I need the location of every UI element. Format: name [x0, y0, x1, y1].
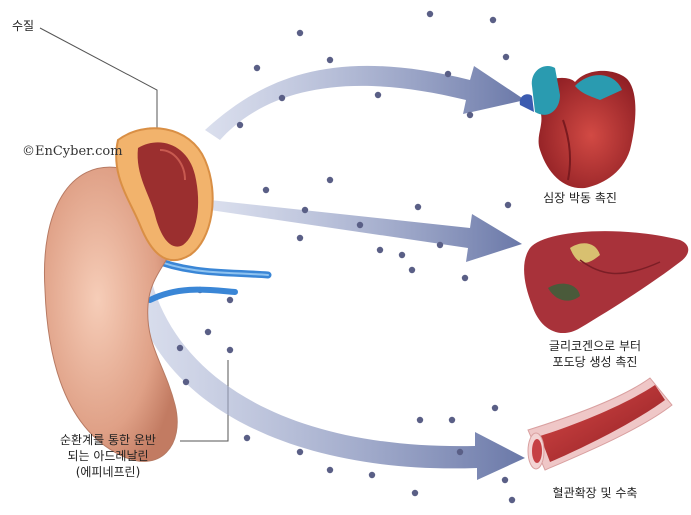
adrenaline-dot [357, 222, 363, 228]
adrenaline-dot [244, 435, 250, 441]
adrenaline-dot [327, 177, 333, 183]
adrenaline-dot [503, 54, 509, 60]
adrenaline-dot [205, 329, 211, 335]
adrenaline-dot [509, 497, 515, 503]
adrenaline-dot [412, 490, 418, 496]
adrenaline-dot [502, 477, 508, 483]
arrow-to-heart [205, 66, 525, 140]
transport-label: 순환계를 통한 운반 되는 아드레날린 (에피네프린) [38, 432, 178, 480]
blood-vessel-icon [528, 378, 672, 470]
heart-icon [520, 66, 636, 188]
adrenaline-dot [399, 252, 405, 258]
adrenaline-dot [377, 247, 383, 253]
adrenaline-dot [279, 95, 285, 101]
adrenaline-dot [467, 112, 473, 118]
transport-label-line2: 되는 아드레날린 [38, 448, 178, 464]
adrenaline-dot [297, 30, 303, 36]
adrenaline-dot [227, 297, 233, 303]
adrenaline-dot [369, 472, 375, 478]
liver-label: 글리코겐으로 부터 포도당 생성 촉진 [530, 338, 660, 370]
adrenaline-dot [457, 449, 463, 455]
liver-icon [524, 231, 688, 333]
transport-label-line1: 순환계를 통한 운반 [38, 432, 178, 448]
adrenaline-dot [375, 92, 381, 98]
adrenaline-dot [227, 347, 233, 353]
liver-label-line1: 글리코겐으로 부터 [530, 338, 660, 354]
adrenaline-dot [492, 405, 498, 411]
adrenaline-dot [415, 204, 421, 210]
adrenaline-dot [409, 267, 415, 273]
adrenaline-dot [449, 417, 455, 423]
adrenaline-dot [297, 235, 303, 241]
adrenaline-dot [183, 379, 189, 385]
arrow-to-liver [210, 200, 522, 262]
heart-label: 심장 박동 촉진 [530, 190, 630, 206]
adrenaline-dot [327, 57, 333, 63]
adrenaline-dot [445, 71, 451, 77]
adrenaline-dot [490, 17, 496, 23]
adrenaline-dot [427, 11, 433, 17]
adrenaline-dot [302, 207, 308, 213]
transport-label-line3: (에피네프린) [38, 464, 178, 480]
adrenaline-dot [297, 449, 303, 455]
adrenaline-dot [417, 417, 423, 423]
liver-label-line2: 포도당 생성 촉진 [530, 354, 660, 370]
adrenaline-dot [327, 467, 333, 473]
adrenaline-dot [462, 275, 468, 281]
adrenaline-dot [437, 242, 443, 248]
medulla-label: 수질 [12, 18, 34, 34]
watermark-text: ©EnCyber.com [22, 144, 123, 159]
adrenaline-dot [237, 122, 243, 128]
adrenaline-dot [505, 202, 511, 208]
vessel-label: 혈관확장 및 수축 [525, 485, 665, 501]
adrenaline-dot [177, 345, 183, 351]
adrenaline-dot [263, 187, 269, 193]
arrow-to-vessel [132, 275, 525, 480]
renal-vessels [150, 258, 268, 300]
adrenaline-dot [254, 65, 260, 71]
